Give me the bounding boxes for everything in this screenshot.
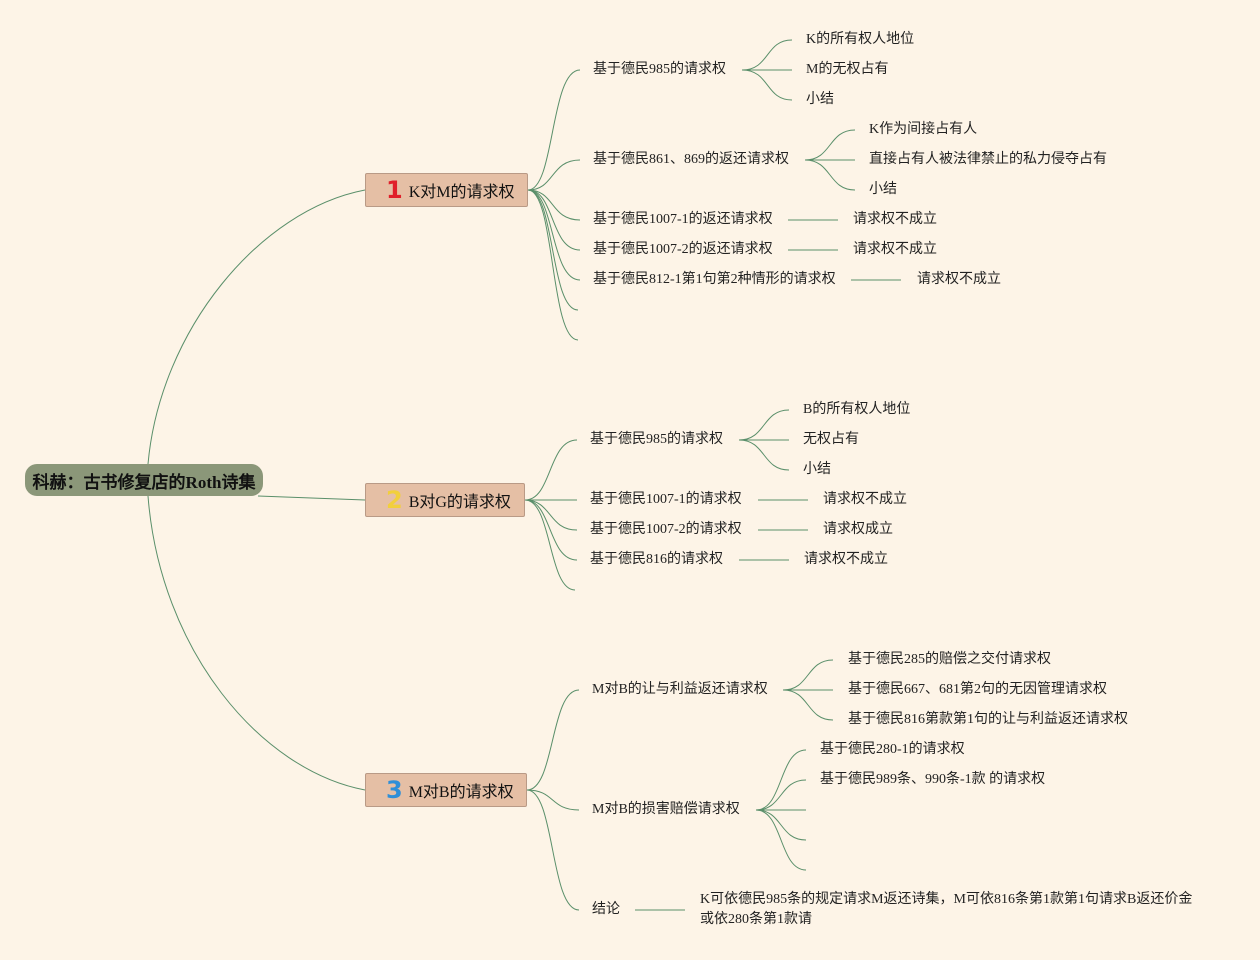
number-2-icon: 2: [386, 486, 403, 514]
subtopic[interactable]: 基于德民1007-1的请求权: [590, 492, 742, 507]
branch-label: K对M的请求权: [408, 184, 515, 201]
branch-label: B对G的请求权: [408, 494, 511, 511]
subtopic[interactable]: 基于德民812-1第1句第2种情形的请求权: [593, 272, 836, 287]
leaf-topic[interactable]: M的无权占有: [806, 62, 889, 77]
branch-label: M对B的请求权: [408, 784, 514, 801]
subtopic[interactable]: 基于德民816的请求权: [590, 552, 723, 567]
leaf-topic[interactable]: 请求权不成立: [804, 552, 888, 567]
leaf-topic[interactable]: 请求权不成立: [853, 242, 937, 257]
leaf-topic[interactable]: 基于德民989条、990条-1款 的请求权: [820, 772, 1046, 787]
subtopic[interactable]: 基于德民1007-2的请求权: [590, 522, 742, 537]
leaf-topic[interactable]: 小结: [803, 462, 831, 477]
conclusion-text[interactable]: K可依德民985条的规定请求M返还诗集，M可依816条第1款第1句请求B返还价金…: [700, 892, 1193, 927]
root-topic-label: 科赫：古书修复店的Roth诗集: [32, 472, 256, 492]
root-topic[interactable]: 科赫：古书修复店的Roth诗集: [25, 464, 263, 496]
leaf-topic[interactable]: K作为间接占有人: [869, 122, 978, 137]
subtopic[interactable]: 基于德民1007-1的返还请求权: [593, 212, 773, 227]
leaf-topic[interactable]: 请求权不成立: [853, 212, 937, 227]
subtopic[interactable]: M对B的让与利益返还请求权: [592, 682, 768, 697]
leaf-topic[interactable]: 小结: [869, 182, 897, 197]
leaf-topic[interactable]: 请求权不成立: [917, 272, 1001, 287]
subtopic[interactable]: 基于德民861、869的返还请求权: [593, 152, 789, 167]
leaf-topic[interactable]: 基于德民816第款第1句的让与利益返还请求权: [848, 712, 1128, 727]
leaf-topic[interactable]: 基于德民280-1的请求权: [820, 742, 965, 757]
subtopic[interactable]: 结论: [592, 902, 620, 917]
leaf-topic[interactable]: 请求权成立: [823, 522, 893, 537]
leaf-topic[interactable]: K的所有权人地位: [806, 32, 915, 47]
branch-m-vs-b[interactable]: 3 M对B的请求权: [365, 773, 527, 807]
leaf-topic[interactable]: 小结: [806, 92, 834, 107]
leaf-topic[interactable]: 基于德民285的赔偿之交付请求权: [848, 652, 1051, 667]
leaf-topic[interactable]: 基于德民667、681第2句的无因管理请求权: [848, 682, 1107, 697]
subtopic[interactable]: M对B的损害赔偿请求权: [592, 802, 740, 817]
number-3-icon: 3: [386, 776, 403, 804]
number-1-icon: 1: [386, 176, 403, 204]
leaf-topic[interactable]: B的所有权人地位: [803, 402, 911, 417]
branch-b-vs-g[interactable]: 2 B对G的请求权: [365, 483, 525, 517]
leaf-topic[interactable]: 请求权不成立: [823, 492, 907, 507]
subtopic[interactable]: 基于德民985的请求权: [590, 432, 723, 447]
branch-k-vs-m[interactable]: 1 K对M的请求权: [365, 173, 528, 207]
subtopic[interactable]: 基于德民985的请求权: [593, 62, 726, 77]
subtopic[interactable]: 基于德民1007-2的返还请求权: [593, 242, 773, 257]
leaf-topic[interactable]: 直接占有人被法律禁止的私力侵夺占有: [869, 152, 1107, 167]
leaf-topic[interactable]: 无权占有: [803, 432, 859, 447]
